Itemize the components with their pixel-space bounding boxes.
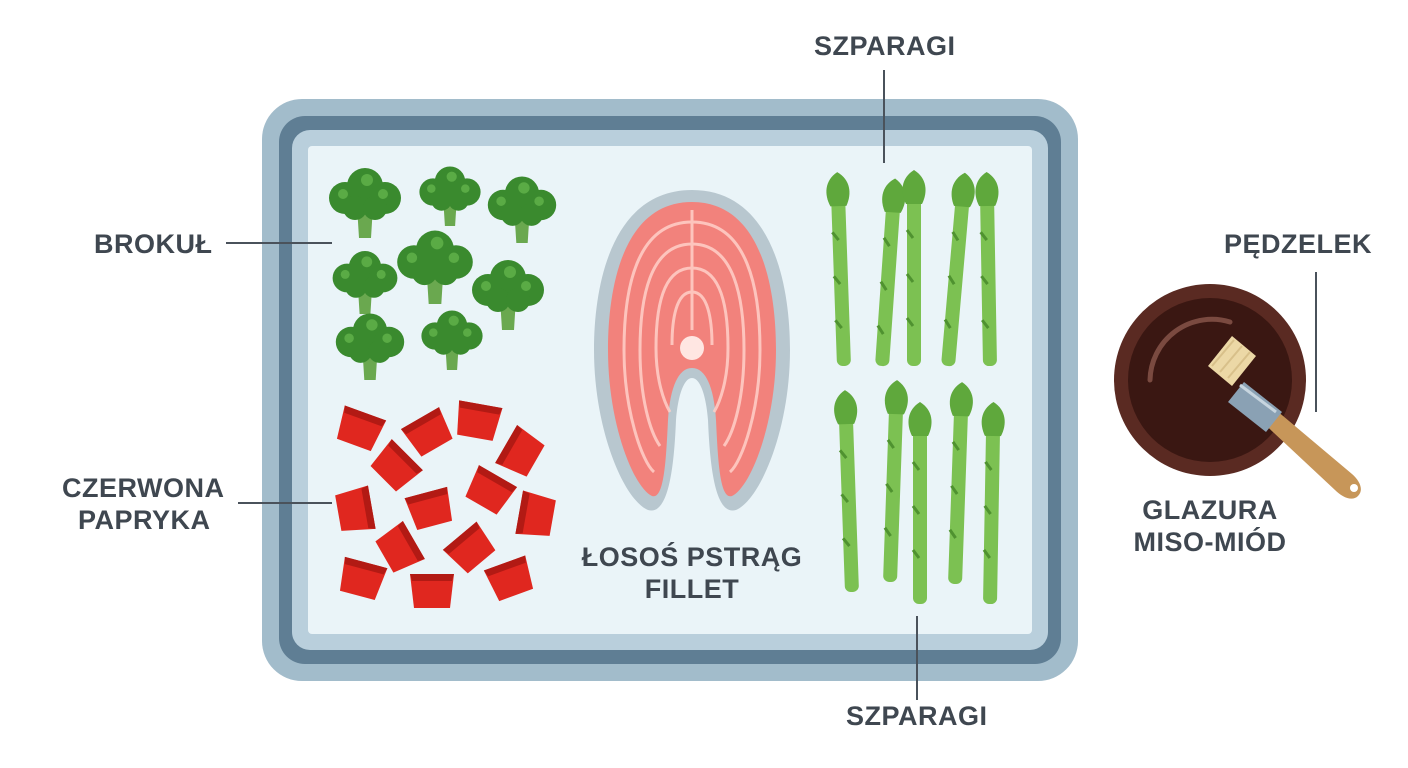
label-fish-fillet: ŁOSOŚ PSTRĄG FILLET <box>578 541 806 605</box>
label-glaze-line1: GLAZURA <box>1142 495 1278 525</box>
label-red-pepper-line2: PAPRYKA <box>78 505 211 535</box>
glaze-bowl-icon <box>1114 284 1306 476</box>
label-red-pepper: CZERWONA PAPRYKA <box>62 472 225 536</box>
leader-lines <box>226 70 1317 700</box>
label-brush: PĘDZELEK <box>1224 229 1373 259</box>
label-fish-line2: FILLET <box>644 574 740 604</box>
red-pepper-icon <box>335 400 556 608</box>
pastry-brush-icon <box>1208 336 1361 499</box>
label-asparagus-top: SZPARAGI <box>814 31 956 61</box>
label-red-pepper-line1: CZERWONA <box>62 473 225 503</box>
asparagus-icon <box>826 170 1005 605</box>
label-broccoli: BROKUŁ <box>94 229 213 259</box>
label-fish-line1: ŁOSOŚ PSTRĄG <box>581 542 803 572</box>
broccoli-icon <box>329 166 557 380</box>
label-glaze-line2: MISO-MIÓD <box>1133 527 1287 557</box>
salmon-steak-icon <box>594 190 790 511</box>
label-glaze: GLAZURA MISO-MIÓD <box>1124 494 1296 558</box>
label-asparagus-bottom: SZPARAGI <box>846 701 988 731</box>
